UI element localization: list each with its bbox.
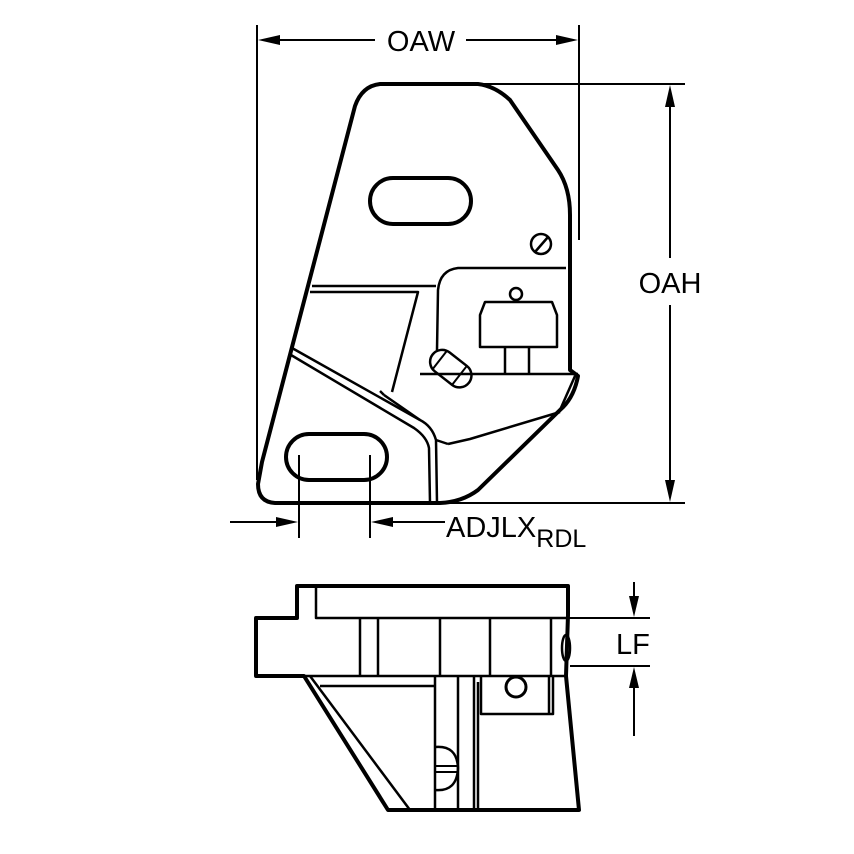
side-view-body <box>254 584 581 812</box>
top-lip <box>314 586 568 620</box>
oaw-label: OAW <box>387 26 456 58</box>
lf-label: LF <box>616 629 650 661</box>
lower-block <box>479 676 555 716</box>
clamp-block <box>478 300 559 349</box>
oaw-dimension: OAW <box>256 25 580 480</box>
lf-dimension: LF <box>568 582 650 736</box>
adjlx-label: ADJLXRDL <box>446 512 586 553</box>
oah-dimension: OAH <box>440 83 702 504</box>
step-facet <box>379 390 385 396</box>
insert-pocket <box>435 266 566 351</box>
side-screw-icon <box>560 633 572 663</box>
upper-facet-2 <box>310 290 420 393</box>
top-view <box>256 82 580 505</box>
diagonal-rail-bottom <box>290 353 432 504</box>
angled-pin <box>428 348 473 389</box>
screw-icon <box>529 232 553 256</box>
lower-facet <box>447 410 561 446</box>
angled-face <box>308 675 412 811</box>
diagonal-rail-top <box>291 346 439 504</box>
oah-label: OAH <box>639 268 702 300</box>
lower-slot <box>284 432 389 482</box>
bolt-icon <box>504 675 528 699</box>
slotted-screw-icon <box>434 745 460 792</box>
adjlx-dimension: ADJLXRDL <box>230 455 586 553</box>
side-view <box>254 584 581 812</box>
pin-icon <box>508 286 524 302</box>
upper-slot <box>368 176 473 226</box>
